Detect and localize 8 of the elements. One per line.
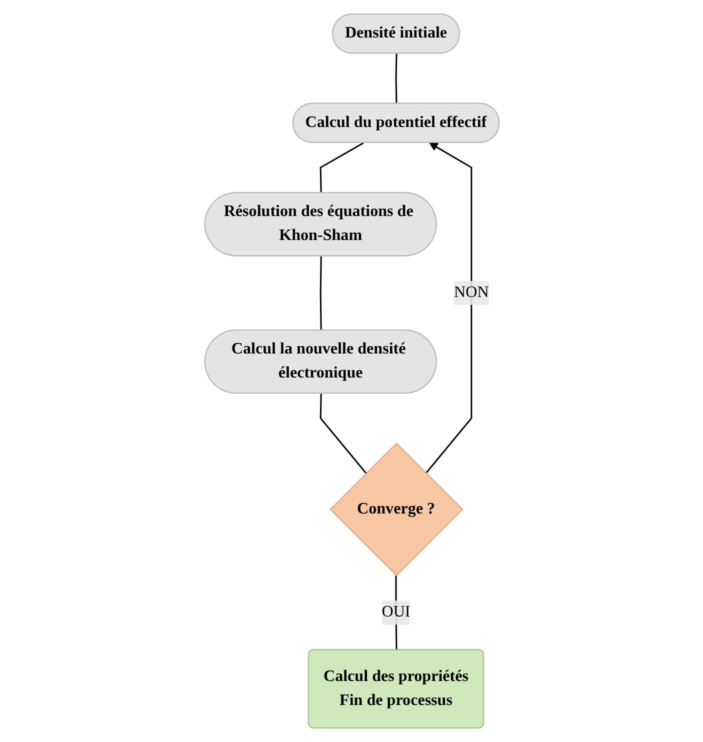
connector [319, 394, 366, 474]
node-diamond: Converge ? [329, 442, 463, 576]
connector [394, 54, 397, 104]
edge-label: NON [454, 284, 488, 301]
arrow [424, 142, 472, 474]
connector [319, 256, 322, 330]
edge-label: OUI [381, 604, 410, 621]
connector [319, 142, 364, 194]
